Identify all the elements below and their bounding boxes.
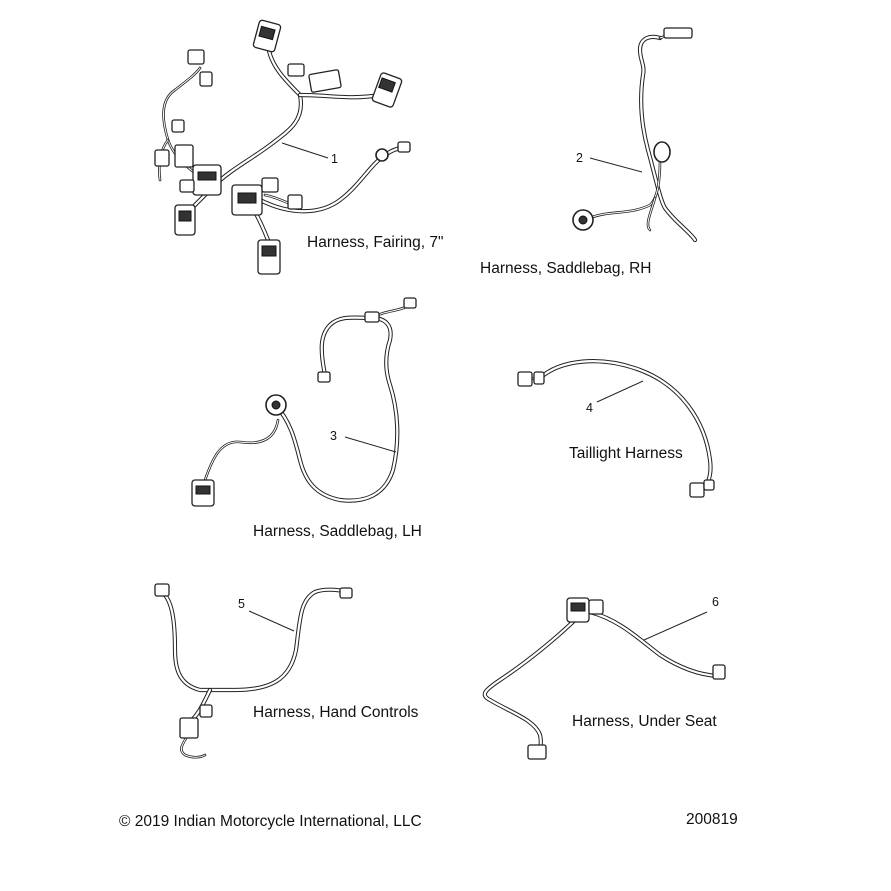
- label-saddlebag-rh: Harness, Saddlebag, RH: [480, 260, 651, 277]
- callout-4-leader: [596, 380, 644, 403]
- saddlebag-lh-harness-drawing: [191, 297, 417, 507]
- taillight-harness-drawing: [517, 359, 715, 498]
- label-under-seat: Harness, Under Seat: [572, 713, 717, 730]
- callout-1: 1: [331, 152, 338, 166]
- diagram-id: 200819: [686, 811, 738, 828]
- label-saddlebag-lh: Harness, Saddlebag, LH: [253, 523, 422, 540]
- callout-6-leader: [643, 611, 708, 641]
- saddlebag-rh-harness-drawing: [572, 27, 698, 243]
- callout-1-leader: [281, 142, 329, 159]
- fairing-harness-drawing: [154, 19, 411, 275]
- callout-5: 5: [238, 597, 245, 611]
- callout-5-leader: [248, 610, 295, 632]
- callout-6: 6: [712, 595, 719, 609]
- callout-2: 2: [576, 151, 583, 165]
- callout-4: 4: [586, 401, 593, 415]
- callout-2-leader: [589, 157, 643, 173]
- copyright-text: © 2019 Indian Motorcycle International, …: [119, 813, 422, 830]
- label-fairing-harness: Harness, Fairing, 7": [307, 234, 443, 251]
- callout-3: 3: [330, 429, 337, 443]
- under-seat-harness-drawing: [482, 597, 726, 760]
- callout-3-leader: [344, 436, 397, 453]
- label-hand-controls: Harness, Hand Controls: [253, 704, 419, 721]
- hand-controls-harness-drawing: [154, 583, 353, 759]
- label-taillight-harness: Taillight Harness: [569, 445, 683, 462]
